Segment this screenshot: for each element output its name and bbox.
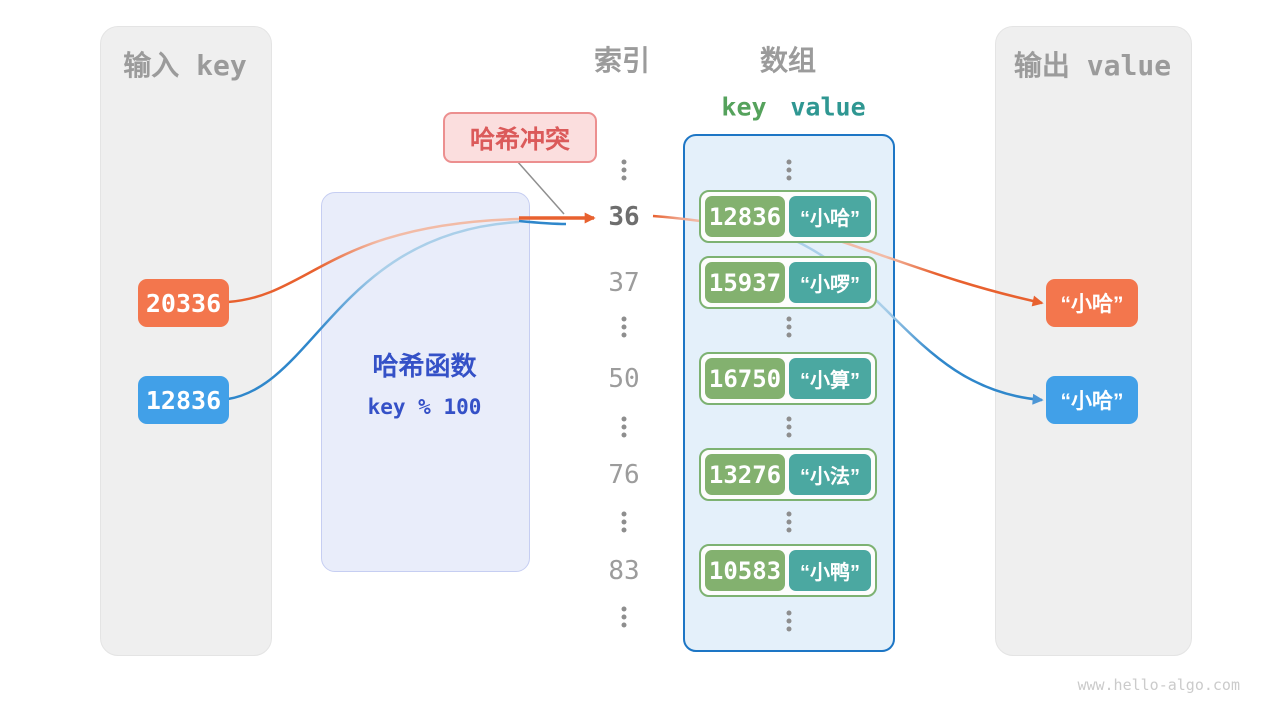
ellipsis-dots	[621, 416, 627, 438]
hash-function-formula: key % 100	[367, 395, 482, 419]
output-value-text: “小哈”	[1060, 390, 1124, 413]
input-panel	[100, 26, 272, 656]
index-value: 76	[608, 460, 640, 490]
array-key-header: key	[721, 92, 767, 122]
pair-value: “小哈”	[789, 196, 871, 237]
input-key-box: 12836	[138, 376, 229, 424]
array-value-header: value	[790, 92, 866, 122]
input-panel-title: 输入 key	[123, 49, 247, 82]
watermark: www.hello-algo.com	[1077, 676, 1240, 694]
array-pair: 12836 “小哈”	[699, 190, 877, 243]
index-column-title: 索引	[593, 45, 651, 76]
index-value-highlighted: 36	[608, 202, 640, 232]
array-pair: 13276 “小法”	[699, 448, 877, 501]
input-key-box: 20336	[138, 279, 229, 327]
array-pair: 16750 “小算”	[699, 352, 877, 405]
ellipsis-dots	[621, 316, 627, 338]
input-key-text: 12836	[145, 385, 222, 415]
index-value: 50	[608, 364, 640, 394]
ellipsis-dots	[621, 606, 627, 628]
array-pair: 10583 “小鸭”	[699, 544, 877, 597]
hash-function-title: 哈希函数	[372, 351, 477, 381]
pair-key: 15937	[705, 262, 785, 303]
ellipsis-dots	[786, 511, 792, 533]
pair-value: “小啰”	[789, 262, 871, 303]
index-value: 83	[608, 556, 640, 586]
output-value-box: “小哈”	[1046, 279, 1138, 327]
array-column-title: 数组	[759, 45, 817, 76]
pair-value: “小法”	[789, 454, 871, 495]
output-value-box: “小哈”	[1046, 376, 1138, 424]
pair-key: 10583	[705, 550, 785, 591]
output-panel	[995, 26, 1192, 656]
output-panel-title: 输出 value	[1013, 49, 1172, 82]
ellipsis-dots	[621, 511, 627, 533]
index-value: 37	[608, 268, 640, 298]
input-key-text: 20336	[145, 288, 222, 318]
pair-key: 12836	[705, 196, 785, 237]
ellipsis-dots	[621, 159, 627, 181]
array-pair: 15937 “小啰”	[699, 256, 877, 309]
ellipsis-dots	[786, 610, 792, 632]
pair-key: 16750	[705, 358, 785, 399]
ellipsis-dots	[786, 416, 792, 438]
pair-value: “小算”	[789, 358, 871, 399]
ellipsis-dots	[786, 316, 792, 338]
ellipsis-dots	[786, 159, 792, 181]
pair-key: 13276	[705, 454, 785, 495]
hash-collision-label: 哈希冲突	[443, 112, 597, 163]
pair-value: “小鸭”	[789, 550, 871, 591]
output-value-text: “小哈”	[1060, 293, 1124, 316]
